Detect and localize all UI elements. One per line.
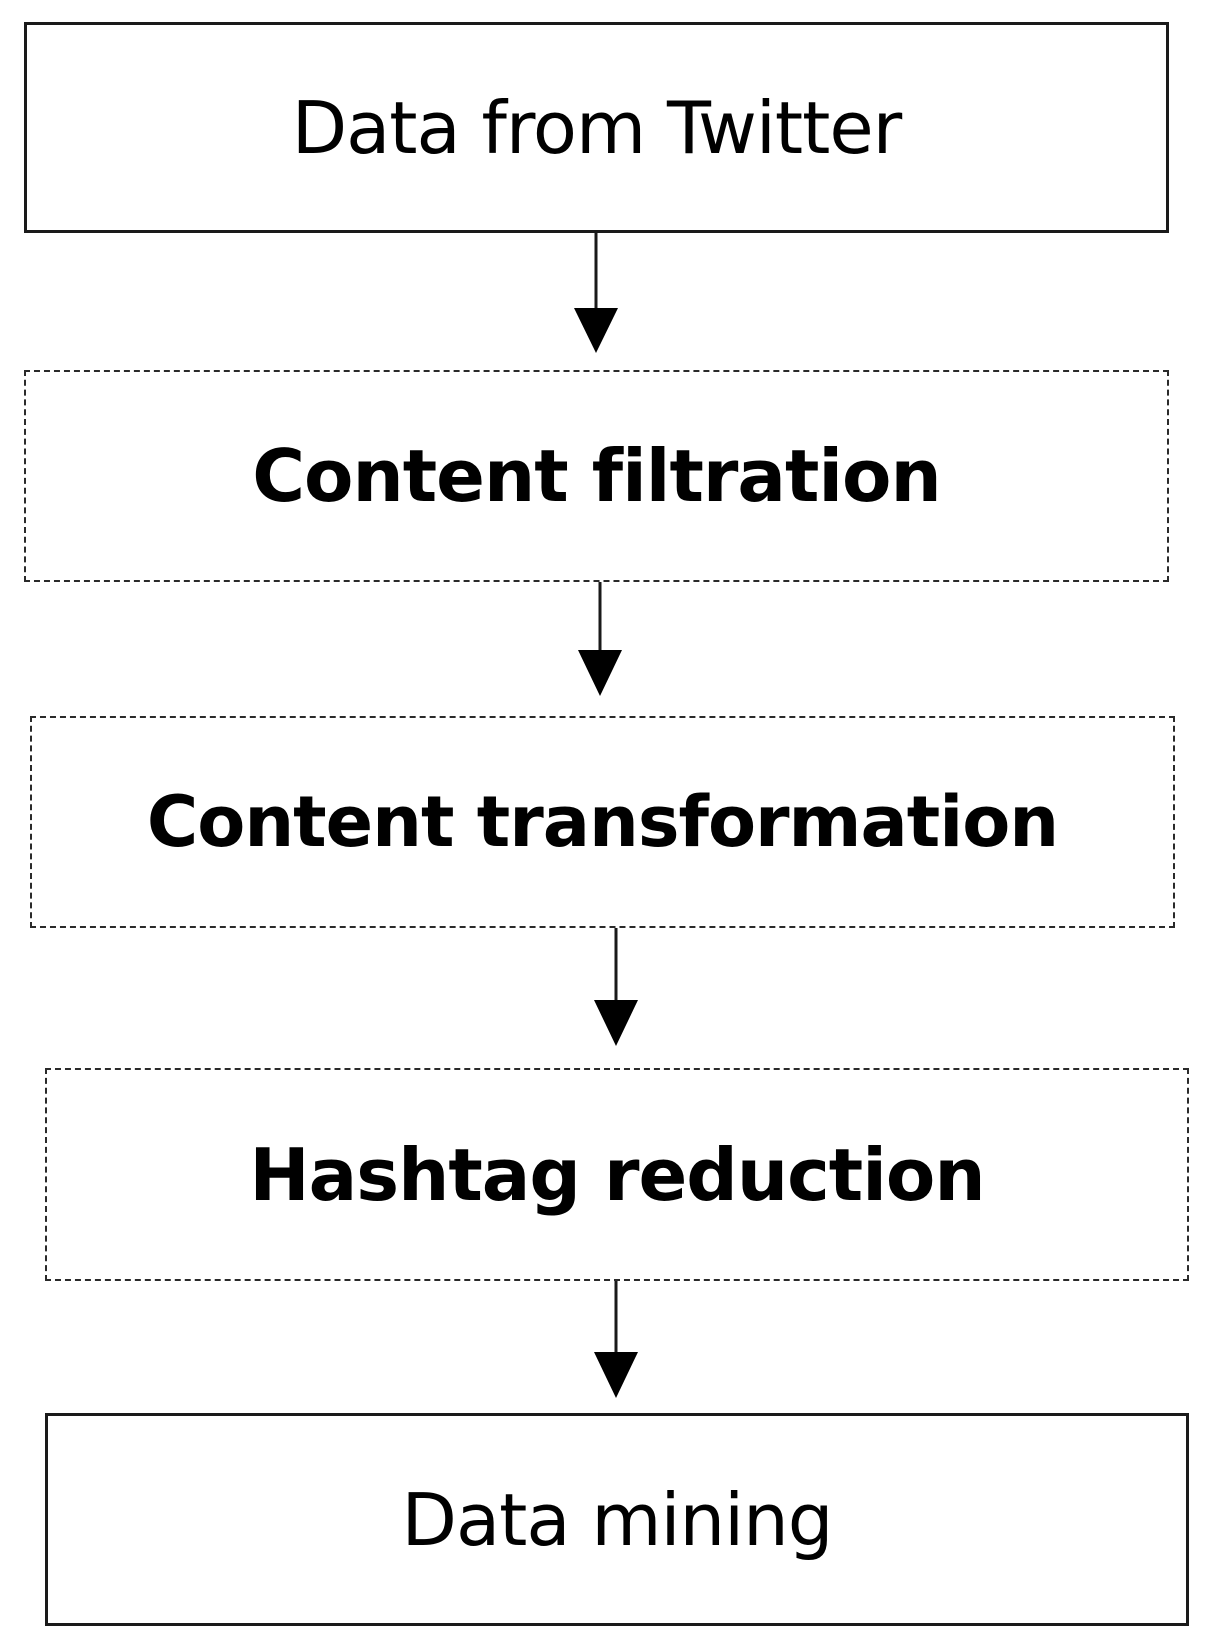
arrow-3 <box>594 928 638 1046</box>
step-label: Data mining <box>401 1477 834 1562</box>
arrow-head <box>594 1352 638 1398</box>
step-data-mining: Data mining <box>45 1413 1189 1626</box>
step-label: Content filtration <box>252 434 942 518</box>
step-label: Hashtag reduction <box>249 1132 985 1217</box>
step-content-filtration: Content filtration <box>24 370 1169 582</box>
step-label: Data from Twitter <box>291 85 903 170</box>
arrow-head <box>594 1000 638 1046</box>
arrow-2 <box>578 582 622 696</box>
step-hashtag-reduction: Hashtag reduction <box>45 1068 1189 1281</box>
arrow-head <box>574 308 618 353</box>
arrow-4 <box>594 1281 638 1398</box>
step-label: Content transformation <box>146 781 1059 863</box>
arrow-1 <box>574 233 618 353</box>
arrow-head <box>578 650 622 696</box>
step-data-from-twitter: Data from Twitter <box>24 22 1169 233</box>
step-content-transformation: Content transformation <box>30 716 1175 928</box>
